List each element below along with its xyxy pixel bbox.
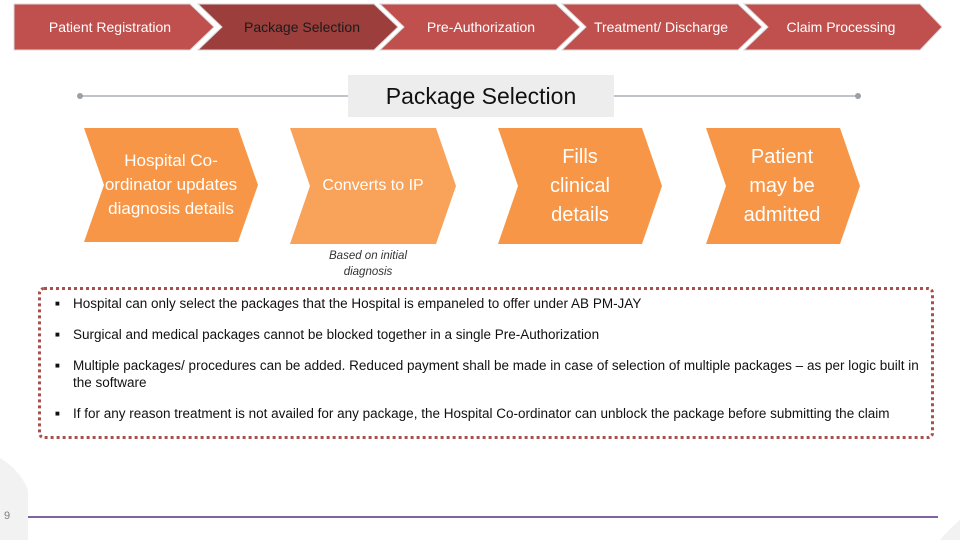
square-bullet-icon: ■ xyxy=(55,357,73,374)
flow-step-3-label: Fills clinical details xyxy=(530,128,630,244)
bullet-item: ■ Surgical and medical packages cannot b… xyxy=(55,326,921,343)
square-bullet-icon: ■ xyxy=(55,405,73,422)
page-number: 9 xyxy=(4,510,10,522)
bullet-item: ■ Multiple packages/ procedures can be a… xyxy=(55,357,921,391)
corner-decoration xyxy=(0,458,28,540)
key-points-box: ■ Hospital can only select the packages … xyxy=(38,287,934,439)
bullet-text: Surgical and medical packages cannot be … xyxy=(73,326,921,343)
bullet-text: If for any reason treatment is not avail… xyxy=(73,405,921,422)
corner-decoration-right xyxy=(940,520,960,540)
bullet-item: ■ If for any reason treatment is not ava… xyxy=(55,405,921,422)
square-bullet-icon: ■ xyxy=(55,295,73,312)
flow-step-4-label: Patient may be admitted xyxy=(730,128,834,244)
bullet-text: Hospital can only select the packages th… xyxy=(73,295,921,312)
flow-step-2-label: Converts to IP xyxy=(318,128,428,244)
square-bullet-icon: ■ xyxy=(55,326,73,343)
bullet-item: ■ Hospital can only select the packages … xyxy=(55,295,921,312)
flow-note: Based on initial diagnosis xyxy=(318,248,418,280)
bullet-text: Multiple packages/ procedures can be add… xyxy=(73,357,921,391)
flow-step-1-label: Hospital Co-ordinator updates diagnosis … xyxy=(104,128,238,242)
